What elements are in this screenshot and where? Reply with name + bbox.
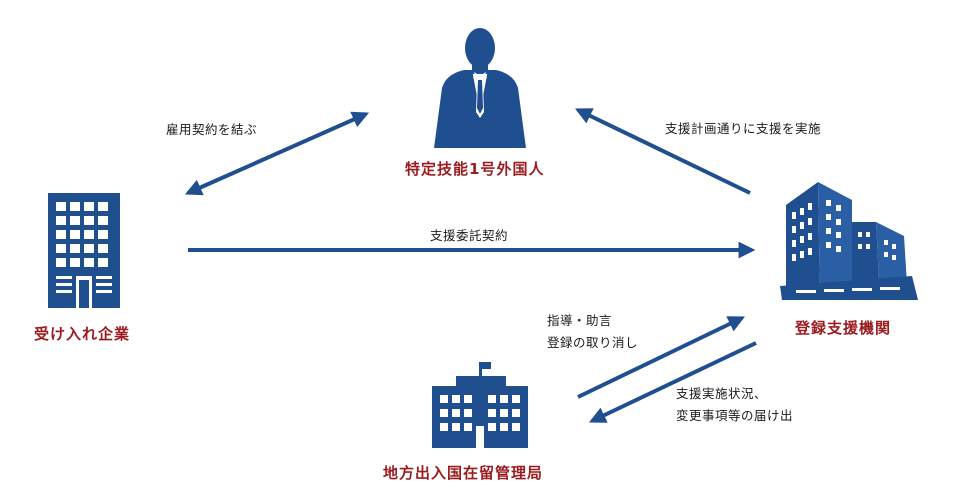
office-building-icon: [48, 193, 120, 308]
person-icon: [434, 28, 526, 148]
corporate-building-icon: [780, 182, 918, 300]
guidance-line-1: 指導・助言: [547, 313, 613, 328]
guidance-arrow: [577, 316, 746, 399]
employment-label: 雇用契約を結ぶ: [166, 122, 258, 137]
report-arrow: [588, 341, 757, 423]
report-line-2: 変更事項等の届け出: [676, 408, 794, 423]
guidance-label: 指導・助言 登録の取り消し: [547, 310, 638, 354]
report-label: 支援実施状況、 変更事項等の届け出: [676, 383, 793, 427]
support-contract-label: 支援委託契約: [430, 228, 509, 243]
government-building-icon: [432, 362, 528, 448]
employer-label: 受け入れ企業: [34, 325, 131, 343]
support-org-label: 登録支援機関: [795, 319, 892, 337]
immigration-label: 地方出入国在留管理局: [383, 464, 544, 482]
employment-arrow: [184, 111, 370, 196]
guidance-line-2: 登録の取り消し: [547, 335, 639, 350]
support-plan-arrow: [574, 108, 751, 195]
report-line-1: 支援実施状況、: [676, 386, 768, 401]
foreign-worker-label: 特定技能1号外国人: [405, 160, 545, 178]
support-plan-label: 支援計画通りに支援を実施: [665, 121, 822, 136]
